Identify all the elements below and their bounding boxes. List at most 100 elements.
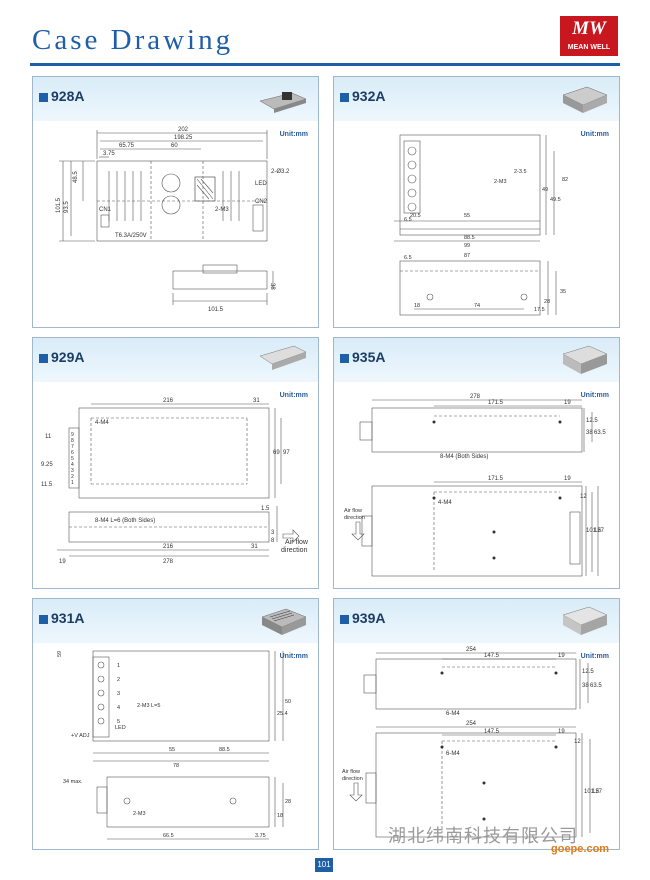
dim-text: T6.3A/250V: [115, 233, 147, 239]
dim-text: 12: [580, 494, 587, 500]
dim-text: 2-3.5: [514, 169, 527, 175]
dim-text: 12.5: [586, 418, 598, 424]
dim-text: 4-M4: [438, 500, 452, 506]
case-drawing-929a: 216 31 4-M4 69 97 11 9.25 11.5 8-M4 L=6 …: [41, 398, 309, 565]
dim-text: 11.5: [41, 482, 53, 488]
dim-text: 278: [470, 394, 481, 400]
dim-text: 63.5: [590, 683, 602, 689]
dim-text: 171.5: [488, 400, 504, 406]
dim-text: 127: [592, 789, 603, 795]
dim-text: 65.75: [119, 143, 135, 149]
dim-text: LED: [115, 725, 126, 731]
product-photo-icon: [259, 92, 307, 113]
panel-header: 931A: [33, 599, 318, 643]
dim-text: 19: [558, 729, 565, 735]
unit-label: Unit:mm: [279, 131, 308, 138]
logo-text: MEAN WELL: [567, 44, 611, 51]
page-number: 101: [315, 858, 333, 872]
product-photo-icon: [562, 606, 608, 635]
dim-text: 38: [269, 283, 275, 290]
model-label: 931A: [51, 610, 85, 626]
dim-text: 2-M3: [133, 811, 146, 817]
dim-text: 88.5: [219, 747, 230, 753]
dim-text: 147.5: [484, 653, 500, 659]
dim-text: 101.5: [586, 528, 602, 534]
dim-text: 99: [464, 243, 470, 249]
dim-text: 6-M4: [446, 751, 460, 757]
dim-text: 18: [277, 813, 283, 819]
air-flow-arrow-icon: [349, 782, 363, 802]
dim-text: 8-M4 L=6 (Both Sides): [95, 518, 155, 524]
dim-text: 49: [542, 187, 548, 193]
dim-text: 35: [560, 289, 566, 295]
dim-text: 63.5: [594, 430, 606, 436]
dim-text: 216: [163, 544, 174, 550]
model-label: 935A: [352, 349, 386, 365]
dim-text: 38: [586, 430, 593, 436]
bullet-square-icon: [39, 93, 48, 102]
unit-label: Unit:mm: [580, 131, 609, 138]
dim-text: 18: [414, 303, 420, 309]
dim-text: CN1: [99, 207, 112, 213]
dim-text: 55: [464, 213, 470, 219]
dim-text: 74: [474, 303, 480, 309]
title-divider: [30, 63, 620, 66]
case-drawing-939a: 254 147.5 19 12.5 38 63.5 6-M4 254 147.5…: [342, 647, 603, 838]
air-flow-label: Air flow: [344, 508, 362, 514]
site-watermark: goepe.com: [551, 843, 610, 855]
page-title: Case Drawing: [32, 24, 234, 56]
bullet-square-icon: [340, 93, 349, 102]
panel-932a: 932A Unit:mm 6.5 20.5 55 88.5 99: [333, 76, 620, 328]
dim-text: 3: [271, 530, 275, 536]
dim-text: 25.4: [277, 711, 288, 717]
dim-text: 8-M4 (Both Sides): [440, 454, 488, 460]
air-flow-label: Air flow: [342, 769, 360, 775]
terminal-number: 4: [117, 705, 120, 711]
terminal-number: 5: [71, 456, 74, 462]
case-drawing-931a: 59 50 55 88.5 78 2-M3 L=5 25.4 28 18 66.…: [57, 650, 291, 840]
dim-text: 19: [564, 400, 571, 406]
bullet-square-icon: [340, 354, 349, 363]
dim-text: 3.75: [103, 151, 115, 157]
terminal-number: 9: [71, 432, 74, 438]
model-label: 932A: [352, 88, 386, 104]
dim-text: 20.5: [410, 213, 421, 219]
product-photo-icon: [562, 345, 608, 374]
dim-text: 97: [283, 450, 290, 456]
dim-text: 202: [178, 127, 189, 133]
terminal-number: 1: [71, 480, 74, 486]
dim-text: 12.5: [582, 669, 594, 675]
dim-text: 34 max.: [63, 779, 83, 785]
unit-label: Unit:mm: [279, 392, 308, 399]
dim-text: 216: [163, 398, 174, 404]
panel-939a: 939A Unit:mm 254 147.5 19 12.5 3: [333, 598, 620, 850]
bullet-square-icon: [340, 615, 349, 624]
dim-text: 3.75: [255, 833, 266, 839]
dim-text: 82: [562, 177, 568, 183]
dim-text: 198.25: [174, 135, 193, 141]
terminal-number: 3: [117, 691, 120, 697]
dim-text: 9.25: [41, 462, 53, 468]
panel-header: 928A: [33, 77, 318, 121]
dim-text: 93.5: [64, 201, 70, 213]
dim-text: 60: [171, 143, 178, 149]
case-drawing-932a: 6.5 20.5 55 88.5 99 82 49 49.5 87 74 18 …: [394, 134, 568, 316]
terminal-number: 6: [71, 450, 74, 456]
product-photo-icon: [562, 86, 608, 113]
dim-text: 2-M3: [215, 207, 229, 213]
panel-header: 932A: [334, 77, 619, 121]
panel-928a: 928A Unit:mm: [32, 76, 319, 328]
dim-text: 59: [57, 651, 63, 657]
dim-text: 50: [285, 699, 291, 705]
dim-text: 69: [273, 450, 280, 456]
dim-text: 31: [251, 544, 258, 550]
model-label: 929A: [51, 349, 85, 365]
dim-text: 19: [558, 653, 565, 659]
product-photo-icon: [261, 608, 307, 635]
unit-label: Unit:mm: [580, 653, 609, 660]
dim-text: 278: [163, 559, 174, 565]
terminal-number: 1: [117, 663, 120, 669]
model-label: 939A: [352, 610, 386, 626]
dim-text: 28: [544, 299, 550, 305]
dim-text: LED: [255, 181, 267, 187]
